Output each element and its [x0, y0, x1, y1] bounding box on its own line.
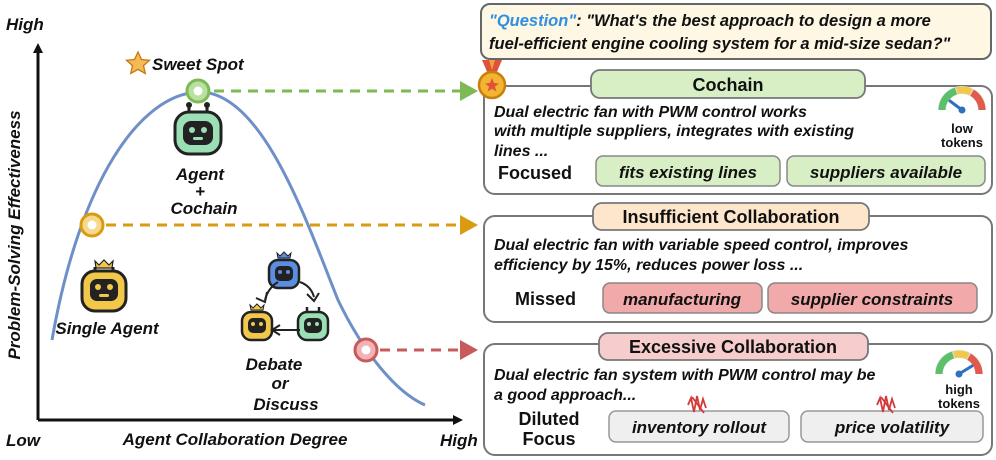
marker-sweet-spot	[185, 78, 211, 104]
question-line2: fuel-efficient engine cooling system for…	[489, 35, 951, 53]
robot-cochain-icon	[173, 102, 223, 156]
cochain-title-tab	[590, 69, 866, 99]
insufficient-text-line1: Dual electric fan with variable speed co…	[494, 237, 908, 254]
x-axis-label: Agent Collaboration Degree	[122, 430, 348, 449]
excessive-panel: Excessive Collaboration Dual electric fa…	[483, 332, 993, 456]
insufficient-status: Missed	[515, 289, 576, 309]
discuss-label: Discuss	[253, 395, 318, 414]
question-line1: : "What's the best approach to design a …	[576, 12, 931, 30]
star-icon	[124, 50, 152, 75]
origin-low-label: Low	[6, 431, 42, 450]
excessive-status-line1: Diluted	[519, 409, 580, 429]
x-high-label: High	[440, 431, 478, 450]
marker-excessive	[353, 337, 379, 363]
tag-suppliers-available	[786, 155, 986, 187]
or-label: or	[272, 374, 290, 393]
tag-supplier-constraints	[767, 282, 978, 314]
plot-area: High Low High Agent Collaboration Degree…	[5, 15, 478, 450]
tag-inventory-rollout	[608, 410, 790, 443]
robot-blue-icon	[267, 251, 301, 290]
y-high-label: High	[6, 15, 44, 34]
gauge-high-icon	[935, 350, 983, 378]
agent-label: Agent	[175, 165, 226, 184]
plus-label: +	[195, 182, 205, 201]
cycle-arrows-icon	[255, 281, 320, 336]
tag-inventory-rollout-text: inventory rollout	[632, 418, 767, 437]
excessive-title-tab	[598, 332, 869, 361]
tag-price-volatility-text: price volatility	[834, 418, 951, 437]
robot-single-agent-icon	[80, 259, 128, 313]
cochain-text-line1: Dual electric fan with PWM control works	[494, 104, 807, 121]
gauge-low-label: low	[951, 121, 974, 136]
cochain-text-line2: with multiple suppliers, integrates with…	[494, 123, 854, 140]
noise-icon	[687, 395, 707, 414]
cochain-title: Cochain	[692, 75, 763, 95]
insufficient-title: Insufficient Collaboration	[622, 207, 839, 227]
tag-supplier-constraints-text: supplier constraints	[791, 290, 953, 309]
single-agent-label: Single Agent	[55, 319, 160, 338]
insufficient-panel: Insufficient Collaboration Dual electric…	[483, 202, 993, 323]
tag-manufacturing	[602, 282, 763, 314]
robot-green-small-icon	[296, 307, 330, 342]
excessive-text-line2: a good approach...	[494, 387, 636, 404]
excessive-text-line1: Dual electric fan system with PWM contro…	[494, 367, 876, 384]
gauge-low-icon	[938, 86, 986, 114]
y-axis-label: Problem-Solving Effectiveness	[5, 110, 24, 359]
sweet-spot-label: Sweet Spot	[152, 55, 245, 74]
gauge-low-tokens-label: tokens	[941, 135, 983, 150]
cochain-status: Focused	[498, 163, 572, 183]
connector-insufficient-arrowhead	[460, 215, 478, 235]
cochain-text-line3: lines ...	[494, 143, 548, 160]
excessive-status-line2: Focus	[522, 429, 575, 449]
tag-fits-existing-lines-text: fits existing lines	[619, 163, 757, 182]
connector-excessive-arrowhead	[460, 340, 478, 360]
cochain-panel: Cochain Dual electric fan with PWM contr…	[477, 60, 993, 195]
debate-label: Debate	[246, 355, 303, 374]
cochain-label: Cochain	[170, 199, 237, 218]
question-text-line1: "Question": "What's the best approach to…	[489, 12, 931, 30]
question-box: "Question": "What's the best approach to…	[480, 3, 992, 60]
question-tag: "Question"	[489, 12, 576, 30]
tag-manufacturing-text: manufacturing	[623, 290, 742, 309]
insufficient-text-line2: efficiency by 15%, reduces power loss ..…	[494, 257, 803, 274]
noise-icon	[876, 395, 896, 414]
marker-insufficient	[79, 212, 105, 238]
insufficient-title-tab	[592, 202, 870, 231]
connector-cochain-arrowhead	[460, 81, 478, 101]
medal-icon	[477, 60, 507, 100]
robot-yellow-small-icon	[240, 303, 274, 342]
gauge-high-label: high	[945, 382, 972, 397]
tag-fits-existing-lines	[595, 155, 781, 187]
gauge-high-tokens-label: tokens	[938, 396, 980, 411]
excessive-title: Excessive Collaboration	[629, 337, 837, 357]
tag-suppliers-available-text: suppliers available	[810, 163, 962, 182]
